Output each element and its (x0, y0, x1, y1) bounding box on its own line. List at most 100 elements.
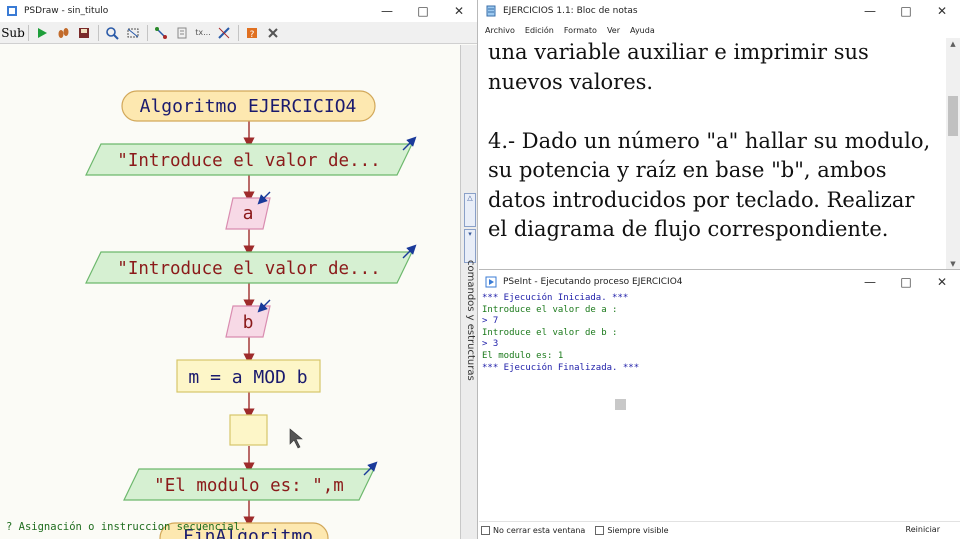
console-footer: No cerrar esta ventana Siempre visible R… (479, 521, 960, 539)
flow-output-1[interactable]: "Introduce el valor de... (85, 136, 417, 176)
output-arrow-icon (402, 136, 417, 151)
notepad-text-area[interactable]: una variable auxiliar e imprimir sus nue… (479, 38, 946, 269)
close-button[interactable]: ✕ (453, 4, 465, 18)
checkbox-box[interactable] (595, 526, 605, 535)
flow-assignment-label: m = a MOD b (188, 367, 307, 388)
minimize-button[interactable]: — (864, 4, 876, 18)
maximize-button[interactable]: □ (900, 275, 912, 289)
zoom-icon[interactable] (102, 24, 122, 42)
notepad-app-icon (485, 5, 497, 17)
flow-end[interactable]: FinAlgoritmo (159, 522, 329, 539)
flow-start-label: Algoritmo EJERCICIO4 (140, 96, 357, 117)
flow-output-1-label: "Introduce el valor de... (117, 151, 380, 171)
restart-button[interactable]: Reiniciar (905, 525, 940, 534)
always-visible-label: Siempre visible (607, 526, 669, 535)
flow-input-b[interactable]: b (225, 299, 271, 338)
commands-side-panel[interactable]: △ ▾ comandos y estructuras (460, 45, 477, 539)
console-title: PSeInt - Ejecutando proceso EJERCICIO4 (503, 277, 683, 287)
checkbox-box[interactable] (481, 526, 490, 535)
console-line: *** Ejecución Finalizada. *** (482, 362, 640, 373)
console-line: El modulo es: 1 (482, 350, 564, 361)
no-close-label: No cerrar esta ventana (493, 526, 586, 535)
toolbar-separator (28, 24, 29, 41)
close-button[interactable]: ✕ (936, 275, 948, 289)
notepad-menubar: Archivo Edición Formato Ver Ayuda (479, 22, 960, 38)
menu-edicion[interactable]: Edición (524, 25, 554, 35)
delete-icon[interactable] (263, 24, 283, 42)
psdraw-window: PSDraw - sin_titulo — □ ✕ Sub tx... ? (0, 0, 478, 539)
menu-formato[interactable]: Formato (563, 25, 597, 35)
maximize-button[interactable]: □ (900, 4, 912, 18)
flow-empty-process[interactable] (229, 414, 268, 446)
psdraw-titlebar: PSDraw - sin_titulo — □ ✕ (0, 0, 477, 22)
fit-icon[interactable] (123, 24, 143, 42)
output-arrow-icon (363, 461, 378, 476)
input-arrow-icon (257, 191, 271, 205)
text-line: el diagrama de flujo correspondiente. (488, 217, 889, 241)
comment-icon[interactable] (172, 24, 192, 42)
flow-input-a-label: a (243, 203, 254, 224)
scroll-up-icon[interactable]: ▲ (950, 40, 956, 48)
minimize-button[interactable]: — (864, 275, 876, 289)
flow-output-3[interactable]: "El modulo es: ",m (123, 461, 378, 501)
notepad-titlebar: EJERCICIOS 1.1: Bloc de notas — □ ✕ (479, 0, 960, 22)
flow-output-3-label: "El modulo es: ",m (154, 476, 344, 496)
svg-text:?: ? (250, 30, 255, 40)
toolbar-separator (147, 24, 148, 41)
scrollbar-thumb[interactable] (948, 96, 958, 136)
notepad-scrollbar[interactable]: ▲ ▼ (946, 38, 960, 269)
text-line: datos introducidos por teclado. Realizar (488, 187, 915, 212)
flow-start[interactable]: Algoritmo EJERCICIO4 (121, 90, 376, 122)
menu-archivo[interactable]: Archivo (485, 25, 515, 35)
console-line: > 7 (482, 316, 499, 327)
flowchart-canvas[interactable]: Algoritmo EJERCICIO4 "Introduce el valor… (0, 45, 460, 539)
console-cursor (615, 399, 626, 410)
edit-icon[interactable] (214, 24, 234, 42)
text-icon[interactable]: tx... (195, 28, 211, 37)
close-button[interactable]: ✕ (936, 4, 948, 18)
footsteps-icon[interactable] (53, 24, 73, 42)
flag-icon[interactable]: ? (242, 24, 262, 42)
console-line: *** Ejecución Iniciada. *** (482, 293, 629, 303)
psdraw-title: PSDraw - sin_titulo (24, 6, 109, 16)
connect-icon[interactable] (151, 24, 171, 42)
save-icon[interactable] (74, 24, 94, 42)
run-icon[interactable] (32, 24, 52, 42)
structure-icon[interactable]: ▾ (464, 229, 476, 263)
sub-button[interactable]: Sub (1, 25, 25, 40)
notepad-title: EJERCICIOS 1.1: Bloc de notas (503, 6, 638, 16)
text-line (488, 97, 938, 127)
psdraw-toolbar: Sub tx... ? (0, 22, 477, 44)
structure-icon[interactable]: △ (464, 193, 476, 227)
console-window: PSeInt - Ejecutando proceso EJERCICIO4 —… (479, 271, 960, 539)
console-line: Introduce el valor de a : (482, 304, 618, 315)
minimize-button[interactable]: — (381, 4, 393, 18)
flow-input-a[interactable]: a (225, 191, 271, 230)
side-panel-label[interactable]: comandos y estructuras (464, 260, 476, 410)
psdraw-app-icon (6, 5, 18, 17)
text-line: nuevos valores. (488, 69, 654, 94)
flow-end-label: FinAlgoritmo (183, 526, 313, 539)
menu-ayuda[interactable]: Ayuda (630, 25, 655, 35)
flow-assignment[interactable]: m = a MOD b (176, 359, 321, 393)
flow-output-2-label: "Introduce el valor de... (117, 259, 380, 279)
console-titlebar: PSeInt - Ejecutando proceso EJERCICIO4 —… (479, 271, 960, 293)
always-visible-checkbox[interactable]: Siempre visible (595, 526, 669, 535)
psdraw-status-text: ? Asignación o instruccion secuencial. (6, 521, 247, 533)
no-close-checkbox[interactable]: No cerrar esta ventana (481, 526, 585, 535)
mouse-cursor-icon (289, 428, 303, 449)
output-arrow-icon (402, 244, 417, 259)
text-line: su potencia y raíz en base "b", ambos (488, 158, 887, 182)
console-line: Introduce el valor de b : (482, 327, 618, 338)
flow-output-2[interactable]: "Introduce el valor de... (85, 244, 417, 284)
console-output[interactable]: *** Ejecución Iniciada. *** Introduce el… (479, 293, 960, 519)
flowchart-svg: Algoritmo EJERCICIO4 "Introduce el valor… (85, 90, 417, 539)
pseint-app-icon (485, 276, 497, 288)
toolbar-separator (238, 24, 239, 41)
text-line: 4.- Dado un número "a" hallar su modulo, (488, 128, 931, 153)
side-panel-label-text: comandos y estructuras (465, 260, 476, 381)
maximize-button[interactable]: □ (417, 4, 429, 18)
flow-input-b-label: b (243, 312, 254, 333)
menu-ver[interactable]: Ver (606, 25, 621, 35)
scroll-down-icon[interactable]: ▼ (950, 260, 956, 268)
